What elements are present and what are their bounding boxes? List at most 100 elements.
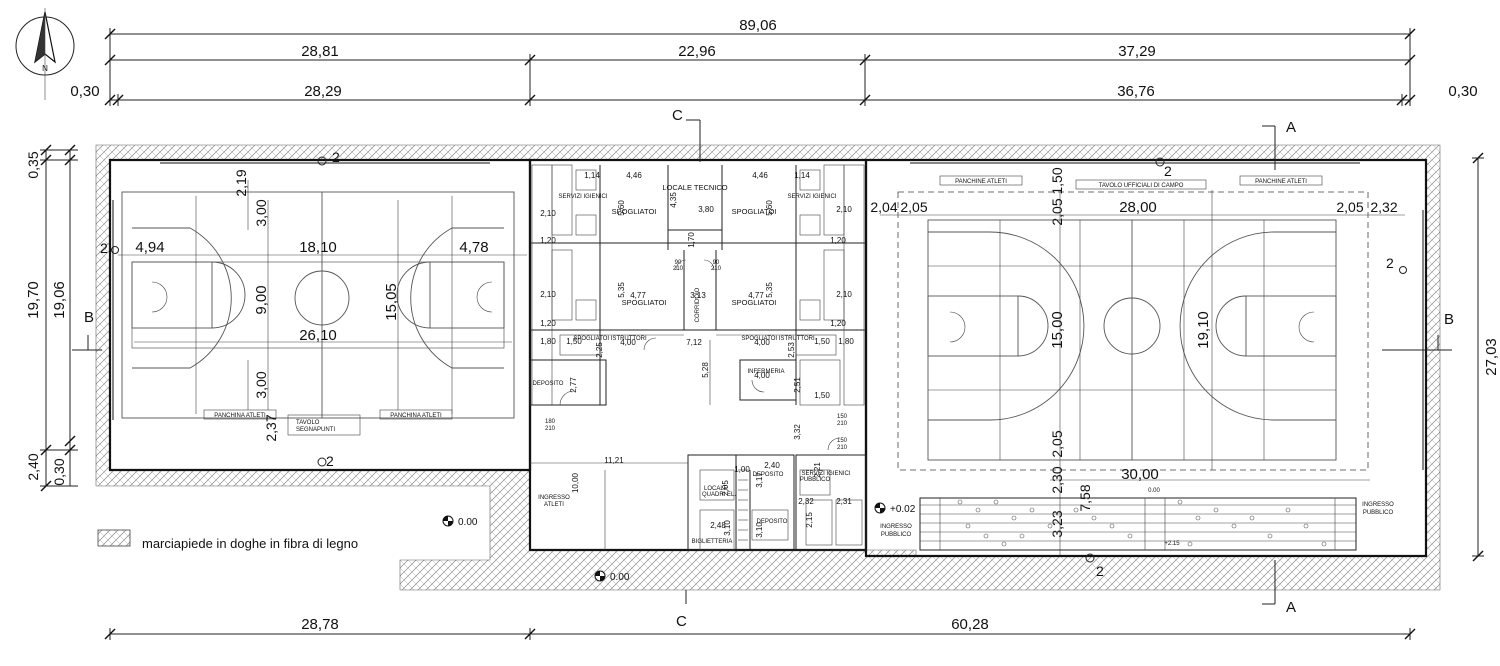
- cb-d477b: 4,77: [748, 291, 764, 300]
- room-locale-tecnico: LOCALE TECNICO: [662, 183, 727, 192]
- room-spogliatoi-3: SPOGLIATOI: [622, 298, 667, 307]
- ingresso-atleti-2: ATLETI: [544, 502, 564, 508]
- lc-d237: 2,37: [263, 414, 279, 441]
- room-locale-quadri-1: LOCALE: [704, 486, 728, 492]
- cb-d150a: 1,50: [566, 337, 582, 346]
- cb-d317: 3,17: [755, 472, 764, 488]
- right-court: PANCHINE ATLETI PANCHINE ATLETI TAVOLO U…: [870, 157, 1407, 579]
- left-marker-side: 2: [100, 240, 108, 256]
- tribune-level2: +2.15: [1164, 541, 1180, 547]
- door-150a: 150: [837, 414, 848, 420]
- central-block: LOCALE TECNICO SPOGLIATOI SPOGLIATOI SPO…: [529, 164, 867, 551]
- cb-d210c: 2,10: [836, 205, 852, 214]
- door-210d: 210: [673, 266, 684, 272]
- room-biglietteria: BIGLIETTERIA: [692, 539, 733, 545]
- cb-d120a: 1,20: [540, 236, 556, 245]
- marker-circle-icon: [111, 246, 119, 254]
- cb-d477a: 4,77: [630, 291, 646, 300]
- top-dimensions: 89,06 28,81 22,96 37,29 0,30 28,29 36,76…: [70, 17, 1478, 106]
- cb-d221: 2,21: [813, 462, 822, 478]
- dim-top-right: 37,29: [1118, 43, 1156, 60]
- spectator-seats-icon: [957, 499, 1327, 547]
- cb-d560b: 5,60: [765, 200, 774, 216]
- lc-d900: 9,00: [253, 285, 270, 314]
- room-servizi-igienici-1: SERVIZI IGIENICI: [559, 194, 608, 200]
- left-bench-2: PANCHINA ATLETI: [390, 413, 442, 419]
- dim-top-center: 22,96: [678, 43, 716, 60]
- cb-d400a: 4,00: [620, 338, 636, 347]
- rc-d230: 2,30: [1049, 466, 1065, 493]
- section-a-bottom: A: [1286, 599, 1296, 616]
- cb-d114a: 1,14: [584, 171, 600, 180]
- dim-bottom-left: 28,78: [301, 616, 339, 633]
- level-marker-icon: [442, 515, 454, 527]
- cb-d205: 2,05: [721, 480, 730, 496]
- cb-d528: 5,28: [701, 362, 710, 378]
- cb-d225: 2,25: [595, 342, 604, 358]
- dim-row3-right-edge: 0,30: [1448, 83, 1477, 100]
- rc-d2800: 28,00: [1119, 199, 1157, 216]
- entrances: INGRESSO ATLETI INGRESSO PUBBLICO +0.02 …: [442, 495, 916, 583]
- cb-d435: 4,35: [669, 192, 678, 208]
- legend-hatch-swatch: [97, 529, 131, 547]
- rc-d150: 1,50: [1049, 167, 1065, 194]
- cb-d332: 3,32: [793, 424, 802, 440]
- rc-d204: 2,04: [870, 199, 897, 215]
- door-90b: 90: [713, 260, 720, 266]
- right-bench-1: PANCHINE ATLETI: [955, 179, 1007, 185]
- dim-row3-left: 28,29: [304, 83, 342, 100]
- bottom-dimensions: 28,78 60,28: [104, 616, 1416, 640]
- cb-d535b: 5,35: [765, 282, 774, 298]
- section-c-top: C: [672, 107, 683, 124]
- door-90a: 90: [675, 260, 682, 266]
- section-c-bottom: C: [676, 613, 687, 630]
- section-b-right: B: [1444, 311, 1454, 328]
- room-deposito-2: DEPOSITO: [753, 472, 784, 478]
- dim-right-2703: 27,03: [1483, 338, 1500, 376]
- room-spogliatoi-1: SPOGLIATOI: [612, 207, 657, 216]
- cb-d215: 2,15: [805, 512, 814, 528]
- rc-d205a: 2,05: [900, 199, 927, 215]
- marker-circle-icon: [317, 457, 327, 467]
- dim-left-030: 0,30: [51, 458, 67, 485]
- cb-d120d: 1,20: [830, 319, 846, 328]
- room-spogl-istruttori-1: SPOGLIATOI ISTRUTTORI: [573, 336, 647, 342]
- cb-d560a: 5,60: [617, 200, 626, 216]
- rc-d1910: 19,10: [1195, 311, 1212, 349]
- room-spogliatoi-4: SPOGLIATOI: [732, 298, 777, 307]
- lc-d1505: 15,05: [383, 283, 400, 321]
- section-b-left: B: [84, 309, 94, 326]
- cb-d232: 2,32: [798, 497, 814, 506]
- cb-d1000: 10,00: [571, 472, 580, 493]
- room-spogl-istruttori-2: SPOGLIATOI ISTRUTTORI: [741, 336, 815, 342]
- right-marker-top: 2: [1164, 163, 1172, 179]
- door-210c: 210: [837, 445, 848, 451]
- section-markers: B B C C A A: [72, 107, 1454, 630]
- room-deposito: DEPOSITO: [533, 381, 564, 387]
- cb-d150b: 1,50: [814, 337, 830, 346]
- right-dimensions: 27,03: [1472, 152, 1500, 562]
- lc-d478: 4,78: [459, 239, 488, 256]
- cb-d210d: 2,10: [836, 290, 852, 299]
- cb-d248: 2,48: [710, 521, 726, 530]
- room-corridoio: CORRIDOIO: [695, 287, 701, 322]
- dim-row3-left-edge: 0,30: [70, 83, 99, 100]
- marker-circle-icon: [1085, 553, 1095, 563]
- cb-d313: 3,13: [690, 291, 706, 300]
- level-marker-icon: [594, 570, 606, 582]
- dim-left-1970: 19,70: [25, 281, 42, 319]
- door-150b: 150: [837, 438, 848, 444]
- right-marker-bottom: 2: [1096, 563, 1104, 579]
- cb-d400b: 4,00: [754, 338, 770, 347]
- right-entrance-2: PUBBLICO: [1363, 510, 1394, 516]
- cb-d231: 2,31: [836, 497, 852, 506]
- cb-d310b: 3,10: [755, 522, 764, 538]
- cb-d380: 3,80: [698, 205, 714, 214]
- cb-d446b: 4,46: [752, 171, 768, 180]
- rc-d1500: 15,00: [1049, 311, 1066, 349]
- cb-d535a: 5,35: [617, 282, 626, 298]
- level-center: +0.02: [890, 504, 916, 515]
- rc-d205d: 2,05: [1049, 430, 1065, 457]
- lc-d2610: 26,10: [299, 327, 337, 344]
- north-arrow-icon: N: [15, 8, 75, 100]
